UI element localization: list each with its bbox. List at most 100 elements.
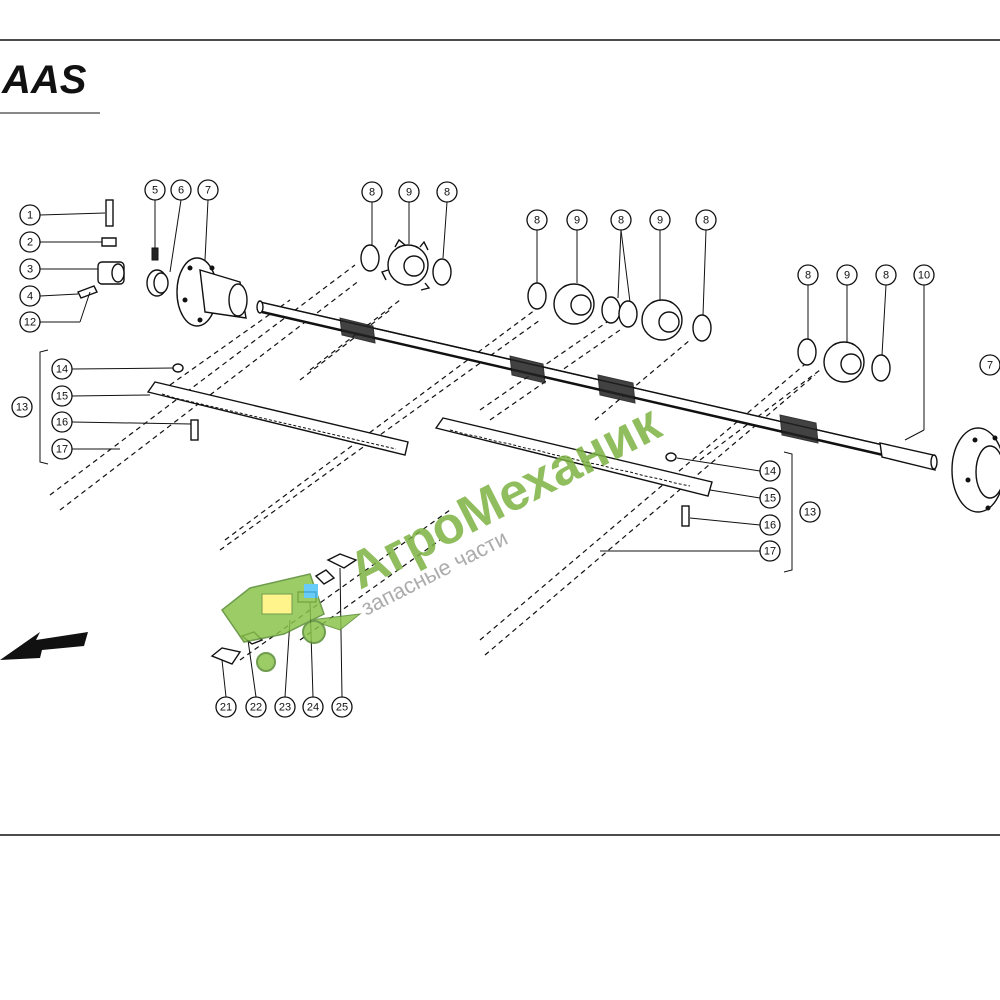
callout-10: 10: [913, 264, 935, 286]
callout-9: 9: [836, 264, 858, 286]
callout-number: 8: [618, 215, 624, 227]
callout-circle: [759, 487, 781, 509]
callout-21: 21: [215, 696, 237, 718]
callout-circle: [274, 696, 296, 718]
callout-circle: [11, 396, 33, 418]
callout-number: 8: [883, 270, 889, 282]
callout-circle: [526, 209, 548, 231]
callout-17: 17: [51, 438, 73, 460]
callout-circle: [361, 181, 383, 203]
group-bracket-left: [39, 349, 49, 465]
callout-number: 3: [27, 264, 33, 276]
callout-number: 7: [987, 360, 993, 372]
callout-8: 8: [875, 264, 897, 286]
callout-2: 2: [19, 231, 41, 253]
leader-lines: [39, 199, 925, 698]
callout-number: 15: [764, 493, 776, 505]
harvester-icon: [220, 573, 362, 672]
callout-circle: [759, 460, 781, 482]
callout-9: 9: [566, 209, 588, 231]
callout-number: 12: [24, 317, 36, 329]
callout-circle: [836, 264, 858, 286]
callout-number: 17: [764, 546, 776, 558]
callout-8: 8: [436, 181, 458, 203]
callout-13: 13: [799, 501, 821, 523]
callout-circle: [302, 696, 324, 718]
main-shaft: [256, 300, 938, 471]
callout-circle: [51, 438, 73, 460]
callout-4: 4: [19, 285, 41, 307]
callout-circle: [245, 696, 267, 718]
callout-number: 13: [804, 507, 816, 519]
callout-15: 15: [51, 385, 73, 407]
callout-16: 16: [759, 514, 781, 536]
callout-number: 9: [657, 215, 663, 227]
callout-circle: [51, 358, 73, 380]
callout-number: 1: [27, 210, 33, 222]
callout-7: 7: [979, 354, 1000, 376]
guide-rail-left: [146, 363, 409, 456]
callout-number: 24: [307, 702, 319, 714]
guide-rail-right: [434, 417, 713, 527]
callout-circle: [19, 311, 41, 333]
callout-16: 16: [51, 411, 73, 433]
callout-14: 14: [759, 460, 781, 482]
callout-circle: [19, 231, 41, 253]
callout-circle: [610, 209, 632, 231]
shaft-spline-1: [339, 317, 376, 344]
callout-circle: [875, 264, 897, 286]
flange-housing-left: [176, 257, 248, 327]
callout-circle: [51, 411, 73, 433]
callout-number: 16: [56, 417, 68, 429]
callout-25: 25: [331, 696, 353, 718]
callout-number: 7: [205, 185, 211, 197]
callout-24: 24: [302, 696, 324, 718]
small-parts-left: [77, 199, 125, 299]
callout-circle: [331, 696, 353, 718]
watermark-title: АгроМеханик: [339, 394, 671, 601]
callout-15: 15: [759, 487, 781, 509]
callout-13: 13: [11, 396, 33, 418]
callout-number: 9: [844, 270, 850, 282]
callout-7: 7: [197, 179, 219, 201]
callout-circle: [436, 181, 458, 203]
callout-circle: [797, 264, 819, 286]
callout-circle: [759, 540, 781, 562]
bearing-parts: [146, 247, 169, 297]
callout-3: 3: [19, 258, 41, 280]
shaft-spline-2: [509, 355, 546, 384]
sprocket-b: [553, 283, 595, 325]
callout-circle: [19, 285, 41, 307]
callout-circle: [19, 204, 41, 226]
callout-8: 8: [610, 209, 632, 231]
callout-6: 6: [170, 179, 192, 201]
callout-number: 22: [250, 702, 262, 714]
sprocket-group-b: [527, 282, 712, 342]
callout-8: 8: [695, 209, 717, 231]
callout-8: 8: [526, 209, 548, 231]
callout-14: 14: [51, 358, 73, 380]
logo-text: AAS: [1, 58, 87, 102]
watermark: АгроМеханик запасные части: [220, 394, 671, 672]
sprocket-group-c: [797, 338, 891, 383]
callout-number: 8: [534, 215, 540, 227]
callout-number: 14: [764, 466, 776, 478]
callout-circle: [215, 696, 237, 718]
callout-number: 6: [178, 185, 184, 197]
callout-circle: [979, 354, 1000, 376]
callout-circle: [170, 179, 192, 201]
sprocket-group-a: [360, 238, 452, 291]
callout-circle: [913, 264, 935, 286]
callout-circle: [51, 385, 73, 407]
callout-5: 5: [144, 179, 166, 201]
callout-number: 10: [918, 270, 930, 282]
callout-number: 9: [574, 215, 580, 227]
callout-1: 1: [19, 204, 41, 226]
callout-23: 23: [274, 696, 296, 718]
callout-number: 23: [279, 702, 291, 714]
callout-number: 21: [220, 702, 232, 714]
callout-circle: [695, 209, 717, 231]
callout-number: 5: [152, 185, 158, 197]
